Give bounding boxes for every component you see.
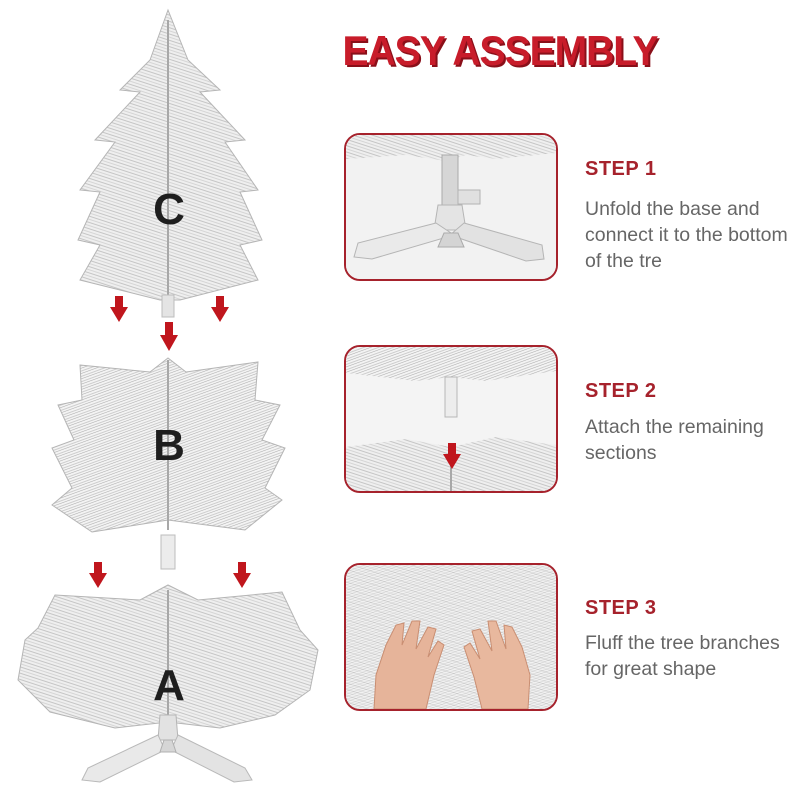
tree-section-a [17, 584, 319, 730]
headline: EASY ASSEMBLY [342, 28, 659, 75]
section-letter-b: B [153, 421, 185, 470]
tree-stand [81, 714, 253, 783]
section-letter-c: C [153, 185, 185, 234]
down-arrow-icon [211, 296, 229, 322]
step-1-photo [344, 133, 558, 281]
step-2-title: STEP 2 [585, 380, 657, 402]
tree-illustration: C B [0, 0, 330, 800]
tree-section-b [51, 357, 286, 570]
step-1-description: Unfold the base and connect it to the bo… [585, 198, 788, 272]
fluff-photo-svg [346, 565, 556, 709]
tree-svg: C B [17, 8, 319, 783]
section-letter-a: A [153, 661, 185, 710]
down-arrow-icon [233, 562, 251, 588]
down-arrow-icon [443, 443, 461, 469]
step-2-photo [344, 345, 558, 493]
arrows-c-to-b [110, 296, 229, 351]
step-1-title: STEP 1 [585, 158, 657, 180]
base-photo-svg [346, 135, 556, 279]
tree-section-c [77, 8, 263, 318]
step-3-description: Fluff the tree branches for great shape [585, 632, 780, 680]
step-3-photo [344, 563, 558, 711]
hand-right-icon [463, 620, 531, 709]
hand-left-icon [373, 620, 445, 709]
attach-photo-svg [346, 347, 556, 491]
step-3-title: STEP 3 [585, 597, 657, 619]
down-arrow-icon [89, 562, 107, 588]
step-2-description: Attach the remaining sections [585, 416, 764, 464]
down-arrow-icon [110, 296, 128, 322]
down-arrow-icon [160, 322, 178, 351]
